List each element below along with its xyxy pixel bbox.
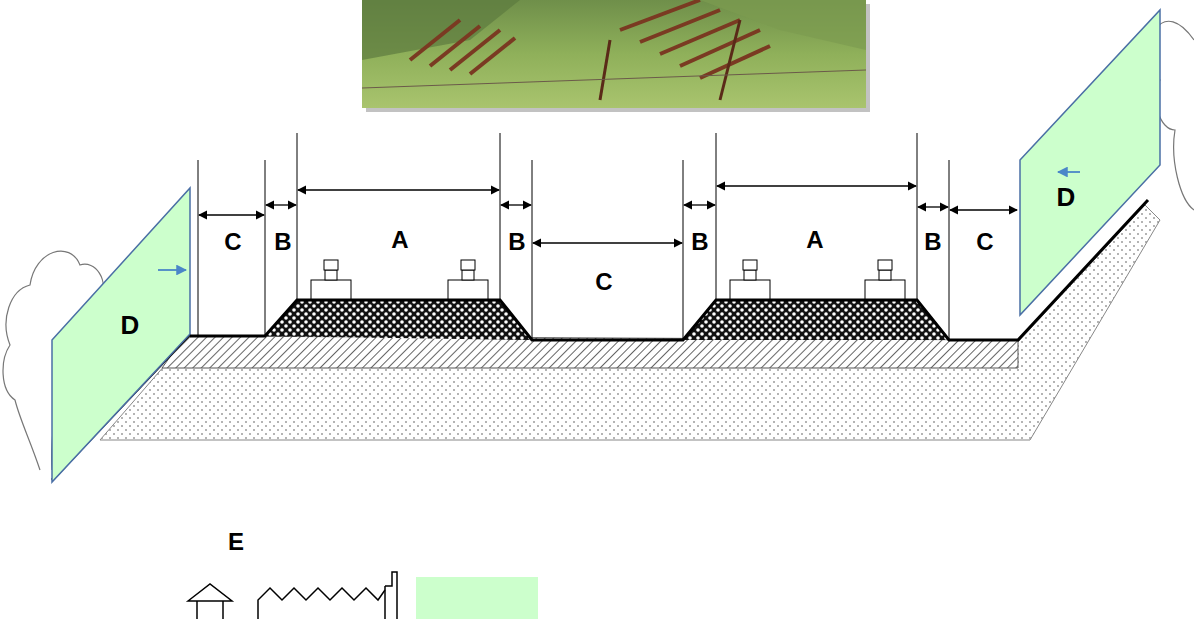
dimension-arrows [199,186,1017,243]
dimension-label: C [593,269,614,295]
photo [362,0,870,112]
dimension-label: B [689,229,710,255]
wind-arrow [158,269,186,271]
wind-arrow [1058,171,1080,173]
rails [311,260,905,299]
panel-shape [1020,10,1160,315]
dimension-label: B [922,229,943,255]
panel-label: D [1055,183,1078,211]
settlement-icon [188,572,397,619]
snow-fence-panel: D [52,188,192,484]
dimension-label: B [506,229,527,255]
dimension-label: E [226,529,246,555]
dimension-label: B [272,229,293,255]
formation-line [190,200,1148,340]
panel-label: D [119,311,142,339]
ballast [683,300,949,340]
subsoil [100,205,1160,440]
ballast [265,300,532,340]
dimension-label: A [389,227,410,253]
extension-lines [198,133,949,340]
green-swatch [416,577,538,619]
panel-outline [1018,8,1162,318]
dimension-label: C [974,229,995,255]
panel-shape [52,188,190,482]
dimension-label: A [804,227,825,253]
snow-fence-panel: D [1018,8,1162,318]
dimension-label: C [222,229,243,255]
